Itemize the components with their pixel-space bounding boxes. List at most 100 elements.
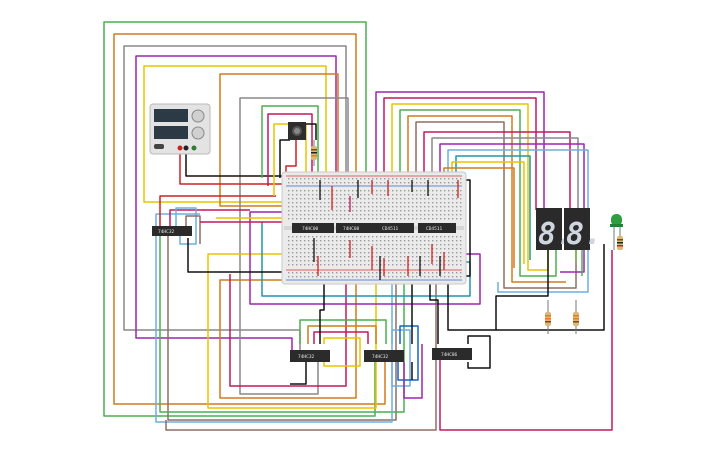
breadboard-hole[interactable] xyxy=(288,210,290,212)
breadboard-hole[interactable] xyxy=(292,264,294,266)
breadboard-hole[interactable] xyxy=(316,244,318,246)
breadboard-hole[interactable] xyxy=(336,218,338,220)
breadboard-hole[interactable] xyxy=(336,178,338,180)
terminal-negative[interactable] xyxy=(183,145,189,151)
breadboard-hole[interactable] xyxy=(340,236,342,238)
breadboard-hole[interactable] xyxy=(388,218,390,220)
breadboard-hole[interactable] xyxy=(348,264,350,266)
breadboard-hole[interactable] xyxy=(440,190,442,192)
breadboard-hole[interactable] xyxy=(348,272,350,274)
breadboard-hole[interactable] xyxy=(372,182,374,184)
breadboard-hole[interactable] xyxy=(456,198,458,200)
breadboard-hole[interactable] xyxy=(360,244,362,246)
breadboard-hole[interactable] xyxy=(376,264,378,266)
breadboard-hole[interactable] xyxy=(456,248,458,250)
breadboard-hole[interactable] xyxy=(300,240,302,242)
breadboard-hole[interactable] xyxy=(416,236,418,238)
breadboard-hole[interactable] xyxy=(320,272,322,274)
breadboard-hole[interactable] xyxy=(424,190,426,192)
breadboard-hole[interactable] xyxy=(300,214,302,216)
breadboard-hole[interactable] xyxy=(372,248,374,250)
breadboard-hole[interactable] xyxy=(428,194,430,196)
breadboard-hole[interactable] xyxy=(416,248,418,250)
breadboard-hole[interactable] xyxy=(340,252,342,254)
breadboard-hole[interactable] xyxy=(436,256,438,258)
breadboard-hole[interactable] xyxy=(432,260,434,262)
breadboard-hole[interactable] xyxy=(320,236,322,238)
breadboard-hole[interactable] xyxy=(324,272,326,274)
breadboard-hole[interactable] xyxy=(396,214,398,216)
breadboard-hole[interactable] xyxy=(316,240,318,242)
breadboard-hole[interactable] xyxy=(428,206,430,208)
breadboard-hole[interactable] xyxy=(456,244,458,246)
breadboard-hole[interactable] xyxy=(340,276,342,278)
breadboard-hole[interactable] xyxy=(324,240,326,242)
breadboard-hole[interactable] xyxy=(444,236,446,238)
breadboard-hole[interactable] xyxy=(376,210,378,212)
breadboard-hole[interactable] xyxy=(328,202,330,204)
breadboard-hole[interactable] xyxy=(360,214,362,216)
breadboard-hole[interactable] xyxy=(292,272,294,274)
breadboard-hole[interactable] xyxy=(460,182,462,184)
breadboard-hole[interactable] xyxy=(404,236,406,238)
breadboard-hole[interactable] xyxy=(368,240,370,242)
breadboard-hole[interactable] xyxy=(456,256,458,258)
breadboard-hole[interactable] xyxy=(428,178,430,180)
wire[interactable] xyxy=(261,105,319,180)
breadboard-hole[interactable] xyxy=(332,260,334,262)
breadboard-hole[interactable] xyxy=(340,260,342,262)
breadboard-hole[interactable] xyxy=(384,256,386,258)
breadboard-hole[interactable] xyxy=(440,264,442,266)
breadboard-hole[interactable] xyxy=(388,248,390,250)
breadboard-hole[interactable] xyxy=(372,252,374,254)
breadboard-hole[interactable] xyxy=(412,218,414,220)
breadboard-hole[interactable] xyxy=(392,206,394,208)
breadboard-hole[interactable] xyxy=(352,190,354,192)
breadboard-hole[interactable] xyxy=(416,218,418,220)
breadboard-hole[interactable] xyxy=(456,210,458,212)
breadboard-hole[interactable] xyxy=(296,252,298,254)
breadboard-hole[interactable] xyxy=(360,202,362,204)
breadboard-hole[interactable] xyxy=(416,194,418,196)
breadboard-hole[interactable] xyxy=(316,198,318,200)
breadboard-hole[interactable] xyxy=(312,252,314,254)
breadboard-hole[interactable] xyxy=(368,276,370,278)
breadboard-hole[interactable] xyxy=(396,182,398,184)
breadboard-hole[interactable] xyxy=(312,244,314,246)
breadboard-hole[interactable] xyxy=(292,206,294,208)
breadboard-hole[interactable] xyxy=(444,276,446,278)
breadboard-hole[interactable] xyxy=(428,202,430,204)
breadboard-hole[interactable] xyxy=(384,182,386,184)
breadboard-hole[interactable] xyxy=(324,194,326,196)
breadboard-hole[interactable] xyxy=(348,182,350,184)
breadboard-hole[interactable] xyxy=(436,244,438,246)
breadboard-hole[interactable] xyxy=(304,206,306,208)
breadboard-hole[interactable] xyxy=(424,206,426,208)
breadboard-hole[interactable] xyxy=(364,214,366,216)
breadboard-hole[interactable] xyxy=(328,194,330,196)
breadboard-hole[interactable] xyxy=(432,272,434,274)
breadboard-hole[interactable] xyxy=(332,210,334,212)
breadboard-hole[interactable] xyxy=(300,190,302,192)
breadboard-hole[interactable] xyxy=(412,198,414,200)
breadboard-hole[interactable] xyxy=(304,264,306,266)
breadboard-hole[interactable] xyxy=(448,260,450,262)
breadboard-hole[interactable] xyxy=(400,210,402,212)
breadboard-hole[interactable] xyxy=(448,272,450,274)
breadboard-hole[interactable] xyxy=(440,240,442,242)
wire[interactable] xyxy=(239,97,349,395)
breadboard-hole[interactable] xyxy=(372,236,374,238)
breadboard-hole[interactable] xyxy=(316,256,318,258)
breadboard-hole[interactable] xyxy=(380,252,382,254)
wire[interactable] xyxy=(290,362,307,385)
breadboard-hole[interactable] xyxy=(352,236,354,238)
breadboard-hole[interactable] xyxy=(344,260,346,262)
breadboard-hole[interactable] xyxy=(408,244,410,246)
wire[interactable] xyxy=(323,337,361,367)
breadboard-hole[interactable] xyxy=(340,214,342,216)
breadboard-hole[interactable] xyxy=(316,260,318,262)
breadboard-hole[interactable] xyxy=(356,240,358,242)
voltage-knob[interactable] xyxy=(191,109,205,123)
breadboard-hole[interactable] xyxy=(392,202,394,204)
breadboard-hole[interactable] xyxy=(432,218,434,220)
